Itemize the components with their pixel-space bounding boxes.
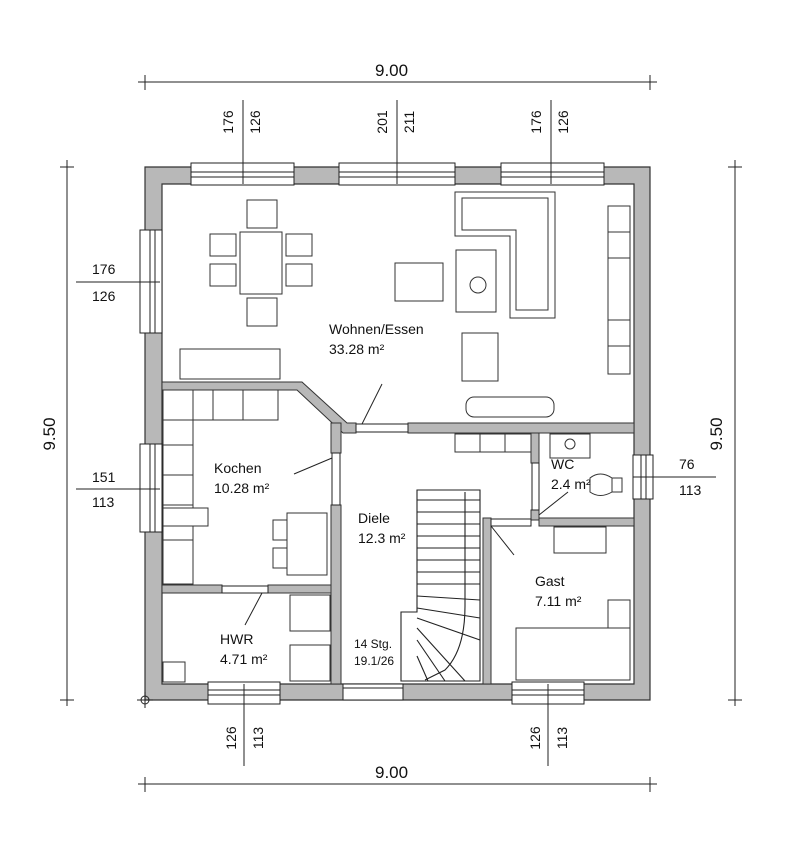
window-left-lower (139, 443, 163, 533)
room-name-diele: Diele (358, 510, 390, 526)
window-size-right-b: 113 (679, 482, 702, 498)
window-size-left-lower-a: 151 (92, 469, 116, 485)
room-name-gast: Gast (535, 573, 565, 589)
window-size-right-a: 76 (679, 456, 695, 472)
room-area-hwr: 4.71 m² (220, 651, 268, 667)
dining-table (239, 231, 283, 295)
room-name-hwr: HWR (220, 631, 254, 647)
window-size-left-upper-a: 176 (92, 261, 116, 277)
room-area-gast: 7.11 m² (535, 593, 582, 609)
dimension-lines (60, 75, 742, 792)
room-name-kochen: Kochen (214, 460, 262, 476)
kitchen-furniture (162, 389, 328, 585)
window-size-bottom-right-a: 126 (527, 726, 543, 750)
corner-marker (137, 692, 153, 708)
window-size-bottom-left-a: 126 (223, 726, 239, 750)
room-area-wohnen: 33.28 m² (329, 341, 385, 357)
window-size-top-mid-a: 201 (374, 110, 390, 134)
window-top-right (500, 162, 605, 186)
room-area-diele: 12.3 m² (358, 530, 406, 546)
window-size-top-mid-b: 211 (401, 110, 417, 134)
window-size-bottom-left-b: 113 (250, 726, 266, 750)
living-furniture (179, 191, 631, 418)
dim-top: 9.00 (375, 61, 409, 80)
interior-walls (161, 381, 635, 685)
dim-right: 9.50 (707, 417, 726, 451)
stairs-steps: 14 Stg. (354, 637, 393, 651)
staircase (400, 489, 481, 682)
window-size-left-upper-b: 126 (92, 288, 116, 304)
window-size-top-right-a: 176 (528, 110, 544, 134)
other-furniture (162, 433, 631, 683)
window-size-top-left-a: 176 (220, 110, 236, 134)
room-area-kochen: 10.28 m² (214, 480, 270, 496)
window-size-top-right-b: 126 (555, 110, 571, 134)
room-area-wc: 2.4 m² (551, 476, 591, 492)
room-name-wohnen: Wohnen/Essen (329, 321, 424, 337)
room-name-wc: WC (551, 456, 575, 472)
window-size-left-lower-b: 113 (92, 494, 115, 510)
window-size-bottom-right-b: 113 (554, 726, 570, 750)
dim-left: 9.50 (40, 417, 59, 451)
window-size-top-left-b: 126 (247, 110, 263, 134)
dim-bottom: 9.00 (375, 763, 409, 782)
entry-door (342, 683, 404, 701)
doors (221, 383, 569, 626)
stairs-ratio: 19.1/26 (354, 654, 395, 668)
